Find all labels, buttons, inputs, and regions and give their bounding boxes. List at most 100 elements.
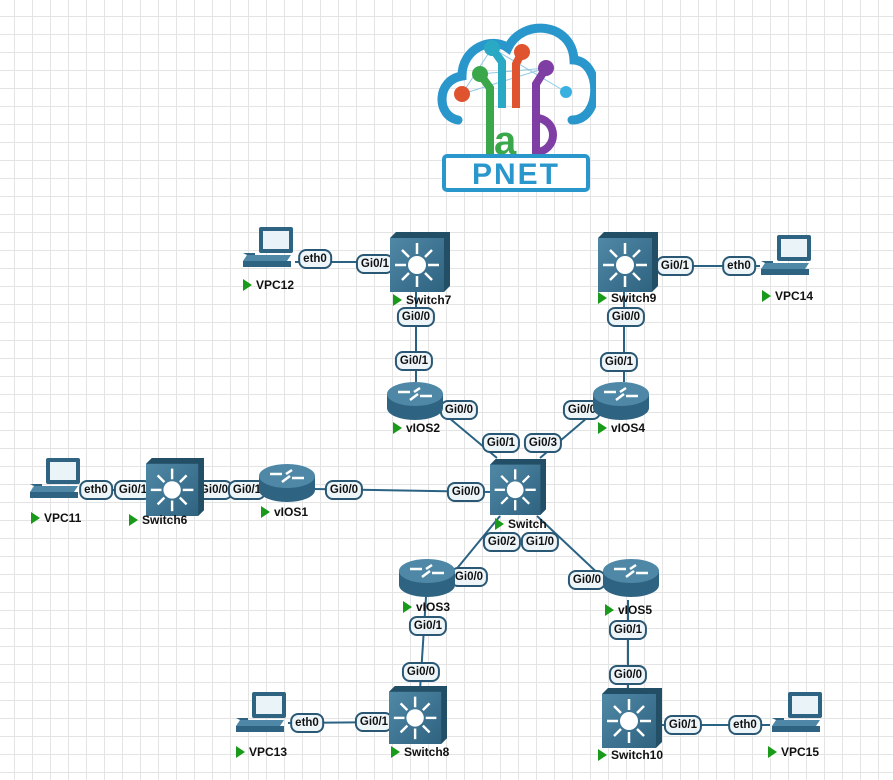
port-label-sw[interactable]: Gi0/2 — [482, 532, 522, 552]
port-label-vios2[interactable]: Gi0/0 — [439, 400, 479, 420]
running-status-icon — [31, 512, 40, 524]
running-status-icon — [129, 514, 138, 526]
node-label[interactable]: Switch9 — [598, 291, 656, 305]
switch-icon — [146, 458, 204, 516]
node-name: vIOS1 — [274, 505, 309, 519]
port-label-sw10[interactable]: Gi0/1 — [663, 715, 703, 735]
node-name: Switch8 — [404, 745, 450, 759]
switch-icon — [598, 232, 658, 292]
port-label-vpc14[interactable]: eth0 — [722, 256, 756, 276]
switch-icon — [390, 232, 450, 292]
node-label[interactable]: Switch — [495, 517, 547, 531]
running-status-icon — [598, 292, 607, 304]
running-status-icon — [495, 518, 504, 530]
port-label-sw[interactable]: Gi1/0 — [520, 532, 560, 552]
port-label-sw7[interactable]: Gi0/1 — [355, 254, 395, 274]
pnetlab-logo: a PNET — [437, 23, 596, 192]
node-name: vIOS2 — [406, 421, 441, 435]
node-vpc14[interactable] — [759, 233, 815, 277]
pc-icon — [234, 690, 290, 734]
node-label[interactable]: VPC11 — [31, 511, 81, 525]
node-label[interactable]: vIOS2 — [393, 421, 440, 435]
switch-icon — [490, 458, 546, 516]
node-label[interactable]: VPC14 — [762, 289, 813, 303]
node-sw8[interactable] — [389, 686, 447, 744]
node-sw10[interactable] — [602, 688, 662, 748]
port-label-sw[interactable]: Gi0/1 — [481, 433, 521, 453]
port-label-vios4[interactable]: Gi0/1 — [599, 352, 639, 372]
link-sw-vios5[interactable] — [536, 515, 606, 581]
node-name: VPC11 — [44, 511, 82, 525]
node-sw7[interactable] — [390, 232, 450, 292]
pc-icon — [241, 225, 297, 269]
port-label-vpc12[interactable]: eth0 — [298, 249, 332, 269]
node-vpc13[interactable] — [234, 690, 290, 734]
router-icon — [592, 380, 650, 422]
node-name: Switch10 — [611, 748, 664, 762]
node-vios4[interactable] — [592, 380, 650, 422]
port-label-sw10[interactable]: Gi0/0 — [608, 665, 648, 685]
node-label[interactable]: vIOS3 — [403, 600, 450, 614]
node-label[interactable]: VPC15 — [768, 745, 819, 759]
router-icon — [386, 380, 444, 422]
port-label-vios3[interactable]: Gi0/0 — [449, 567, 489, 587]
node-label[interactable]: VPC12 — [243, 278, 294, 292]
node-label[interactable]: VPC13 — [236, 745, 287, 759]
port-label-sw9[interactable]: Gi0/1 — [655, 256, 695, 276]
node-vpc11[interactable] — [28, 456, 84, 500]
node-name: vIOS5 — [618, 603, 653, 617]
port-label-vios5[interactable]: Gi0/1 — [608, 620, 648, 640]
running-status-icon — [598, 422, 607, 434]
node-label[interactable]: Switch6 — [129, 513, 187, 527]
port-label-sw9[interactable]: Gi0/0 — [606, 307, 646, 327]
switch-icon — [389, 686, 447, 744]
node-name: VPC13 — [249, 745, 288, 759]
node-sw[interactable] — [490, 458, 546, 516]
port-label-sw8[interactable]: Gi0/0 — [401, 662, 441, 682]
node-name: VPC12 — [256, 278, 295, 292]
running-status-icon — [762, 290, 771, 302]
port-label-vpc11[interactable]: eth0 — [79, 480, 113, 500]
node-vpc12[interactable] — [241, 225, 297, 269]
port-label-vios5[interactable]: Gi0/0 — [567, 570, 607, 590]
node-label[interactable]: Switch10 — [598, 748, 663, 762]
port-label-vios3[interactable]: Gi0/1 — [408, 616, 448, 636]
node-name: vIOS3 — [416, 600, 451, 614]
running-status-icon — [236, 746, 245, 758]
port-label-vios4[interactable]: Gi0/0 — [562, 400, 602, 420]
port-label-sw6[interactable]: Gi0/1 — [113, 480, 153, 500]
link-sw-vios3[interactable] — [449, 515, 501, 578]
port-label-sw[interactable]: Gi0/3 — [523, 433, 563, 453]
switch-icon — [602, 688, 662, 748]
running-status-icon — [768, 746, 777, 758]
node-vpc15[interactable] — [770, 690, 826, 734]
node-name: Switch9 — [611, 291, 657, 305]
port-label-sw8[interactable]: Gi0/1 — [354, 712, 394, 732]
port-label-vpc13[interactable]: eth0 — [290, 713, 324, 733]
node-label[interactable]: vIOS1 — [261, 505, 308, 519]
port-label-sw7[interactable]: Gi0/0 — [396, 307, 436, 327]
node-label[interactable]: vIOS4 — [598, 421, 645, 435]
node-vios1[interactable] — [258, 462, 316, 504]
port-label-vios2[interactable]: Gi0/1 — [394, 351, 434, 371]
node-vios2[interactable] — [386, 380, 444, 422]
pc-icon — [770, 690, 826, 734]
node-sw6[interactable] — [146, 458, 204, 516]
port-label-sw[interactable]: Gi0/0 — [446, 482, 486, 502]
running-status-icon — [403, 601, 412, 613]
node-sw9[interactable] — [598, 232, 658, 292]
node-vios5[interactable] — [602, 557, 660, 599]
port-label-vios1[interactable]: Gi0/1 — [227, 480, 267, 500]
node-name: vIOS4 — [611, 421, 646, 435]
pc-icon — [759, 233, 815, 277]
node-vios3[interactable] — [398, 557, 456, 599]
svg-text:a: a — [494, 119, 517, 163]
node-label[interactable]: vIOS5 — [605, 603, 652, 617]
node-label[interactable]: Switch7 — [393, 293, 451, 307]
port-label-vios1[interactable]: Gi0/0 — [324, 480, 364, 500]
port-label-vpc15[interactable]: eth0 — [728, 715, 762, 735]
node-label[interactable]: Switch8 — [391, 745, 449, 759]
running-status-icon — [605, 604, 614, 616]
node-name: Switch6 — [142, 513, 188, 527]
